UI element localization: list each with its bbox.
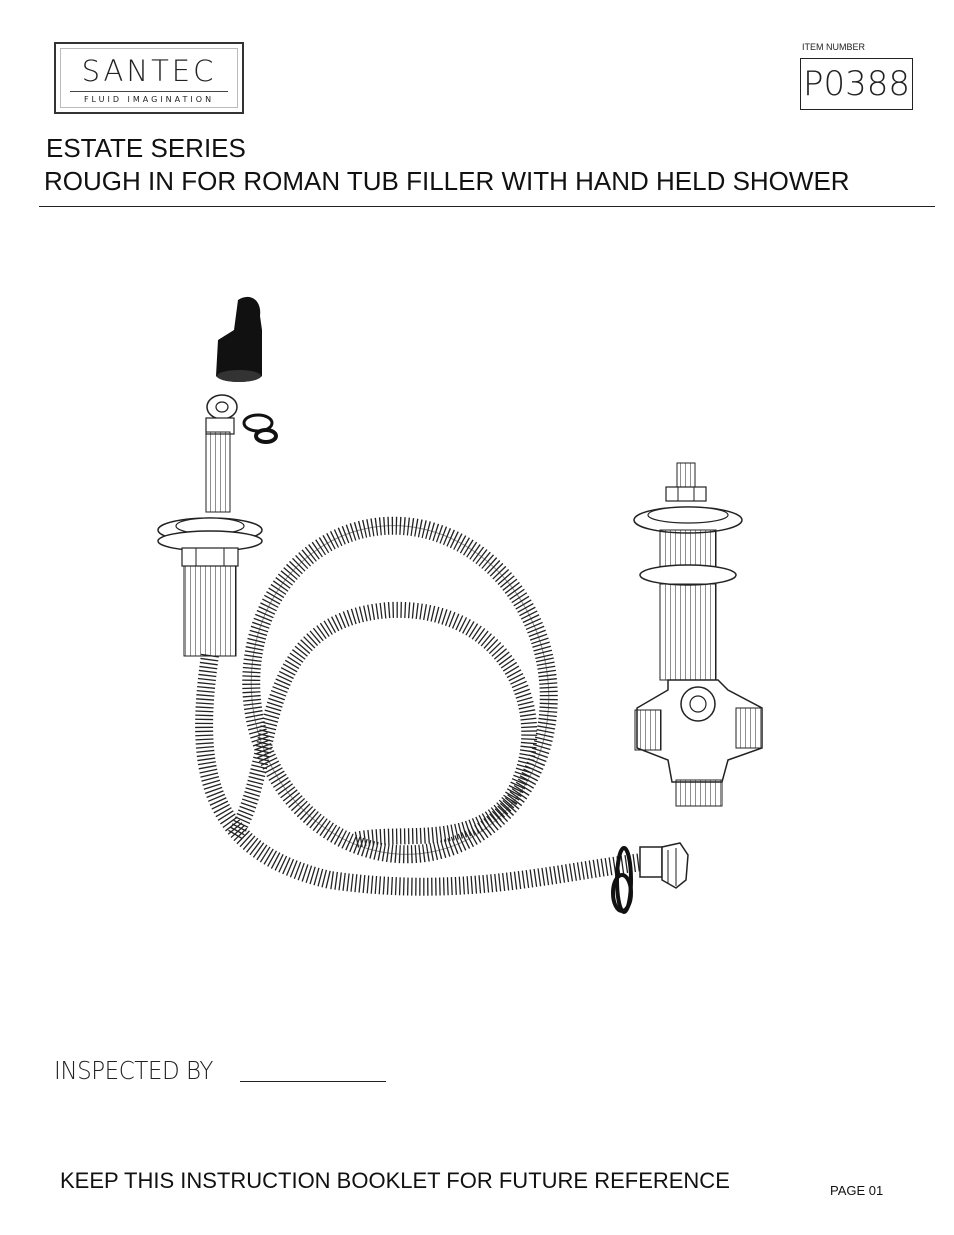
header-divider — [39, 206, 935, 207]
inspected-by-label: INSPECTED BY — [54, 1056, 213, 1085]
spout-shank — [157, 517, 263, 657]
rough-in-valve — [633, 462, 763, 807]
keep-booklet-notice: KEEP THIS INSTRUCTION BOOKLET FOR FUTURE… — [60, 1168, 730, 1193]
hose-nut — [611, 842, 689, 914]
hose-connector — [205, 394, 278, 513]
logo-tagline: FLUID IMAGINATION — [83, 95, 215, 104]
item-number-label: ITEM NUMBER — [802, 42, 865, 52]
shower-hose — [195, 516, 661, 896]
inspector-signature-line — [240, 1081, 386, 1082]
rubber-cap — [216, 296, 262, 382]
item-number-value: P0388 — [802, 64, 911, 104]
series-heading: ESTATE SERIES — [46, 133, 246, 163]
document-title: ROUGH IN FOR ROMAN TUB FILLER WITH HAND … — [44, 166, 850, 196]
product-illustration — [157, 296, 763, 914]
item-number-box: P0388 — [800, 58, 913, 110]
brand-logo: SANTEC FLUID IMAGINATION — [54, 42, 244, 114]
page-number: PAGE 01 — [830, 1183, 884, 1198]
logo-divider — [70, 91, 228, 92]
logo-wordmark: SANTEC — [81, 54, 217, 88]
logo-inner-frame — [60, 48, 238, 108]
